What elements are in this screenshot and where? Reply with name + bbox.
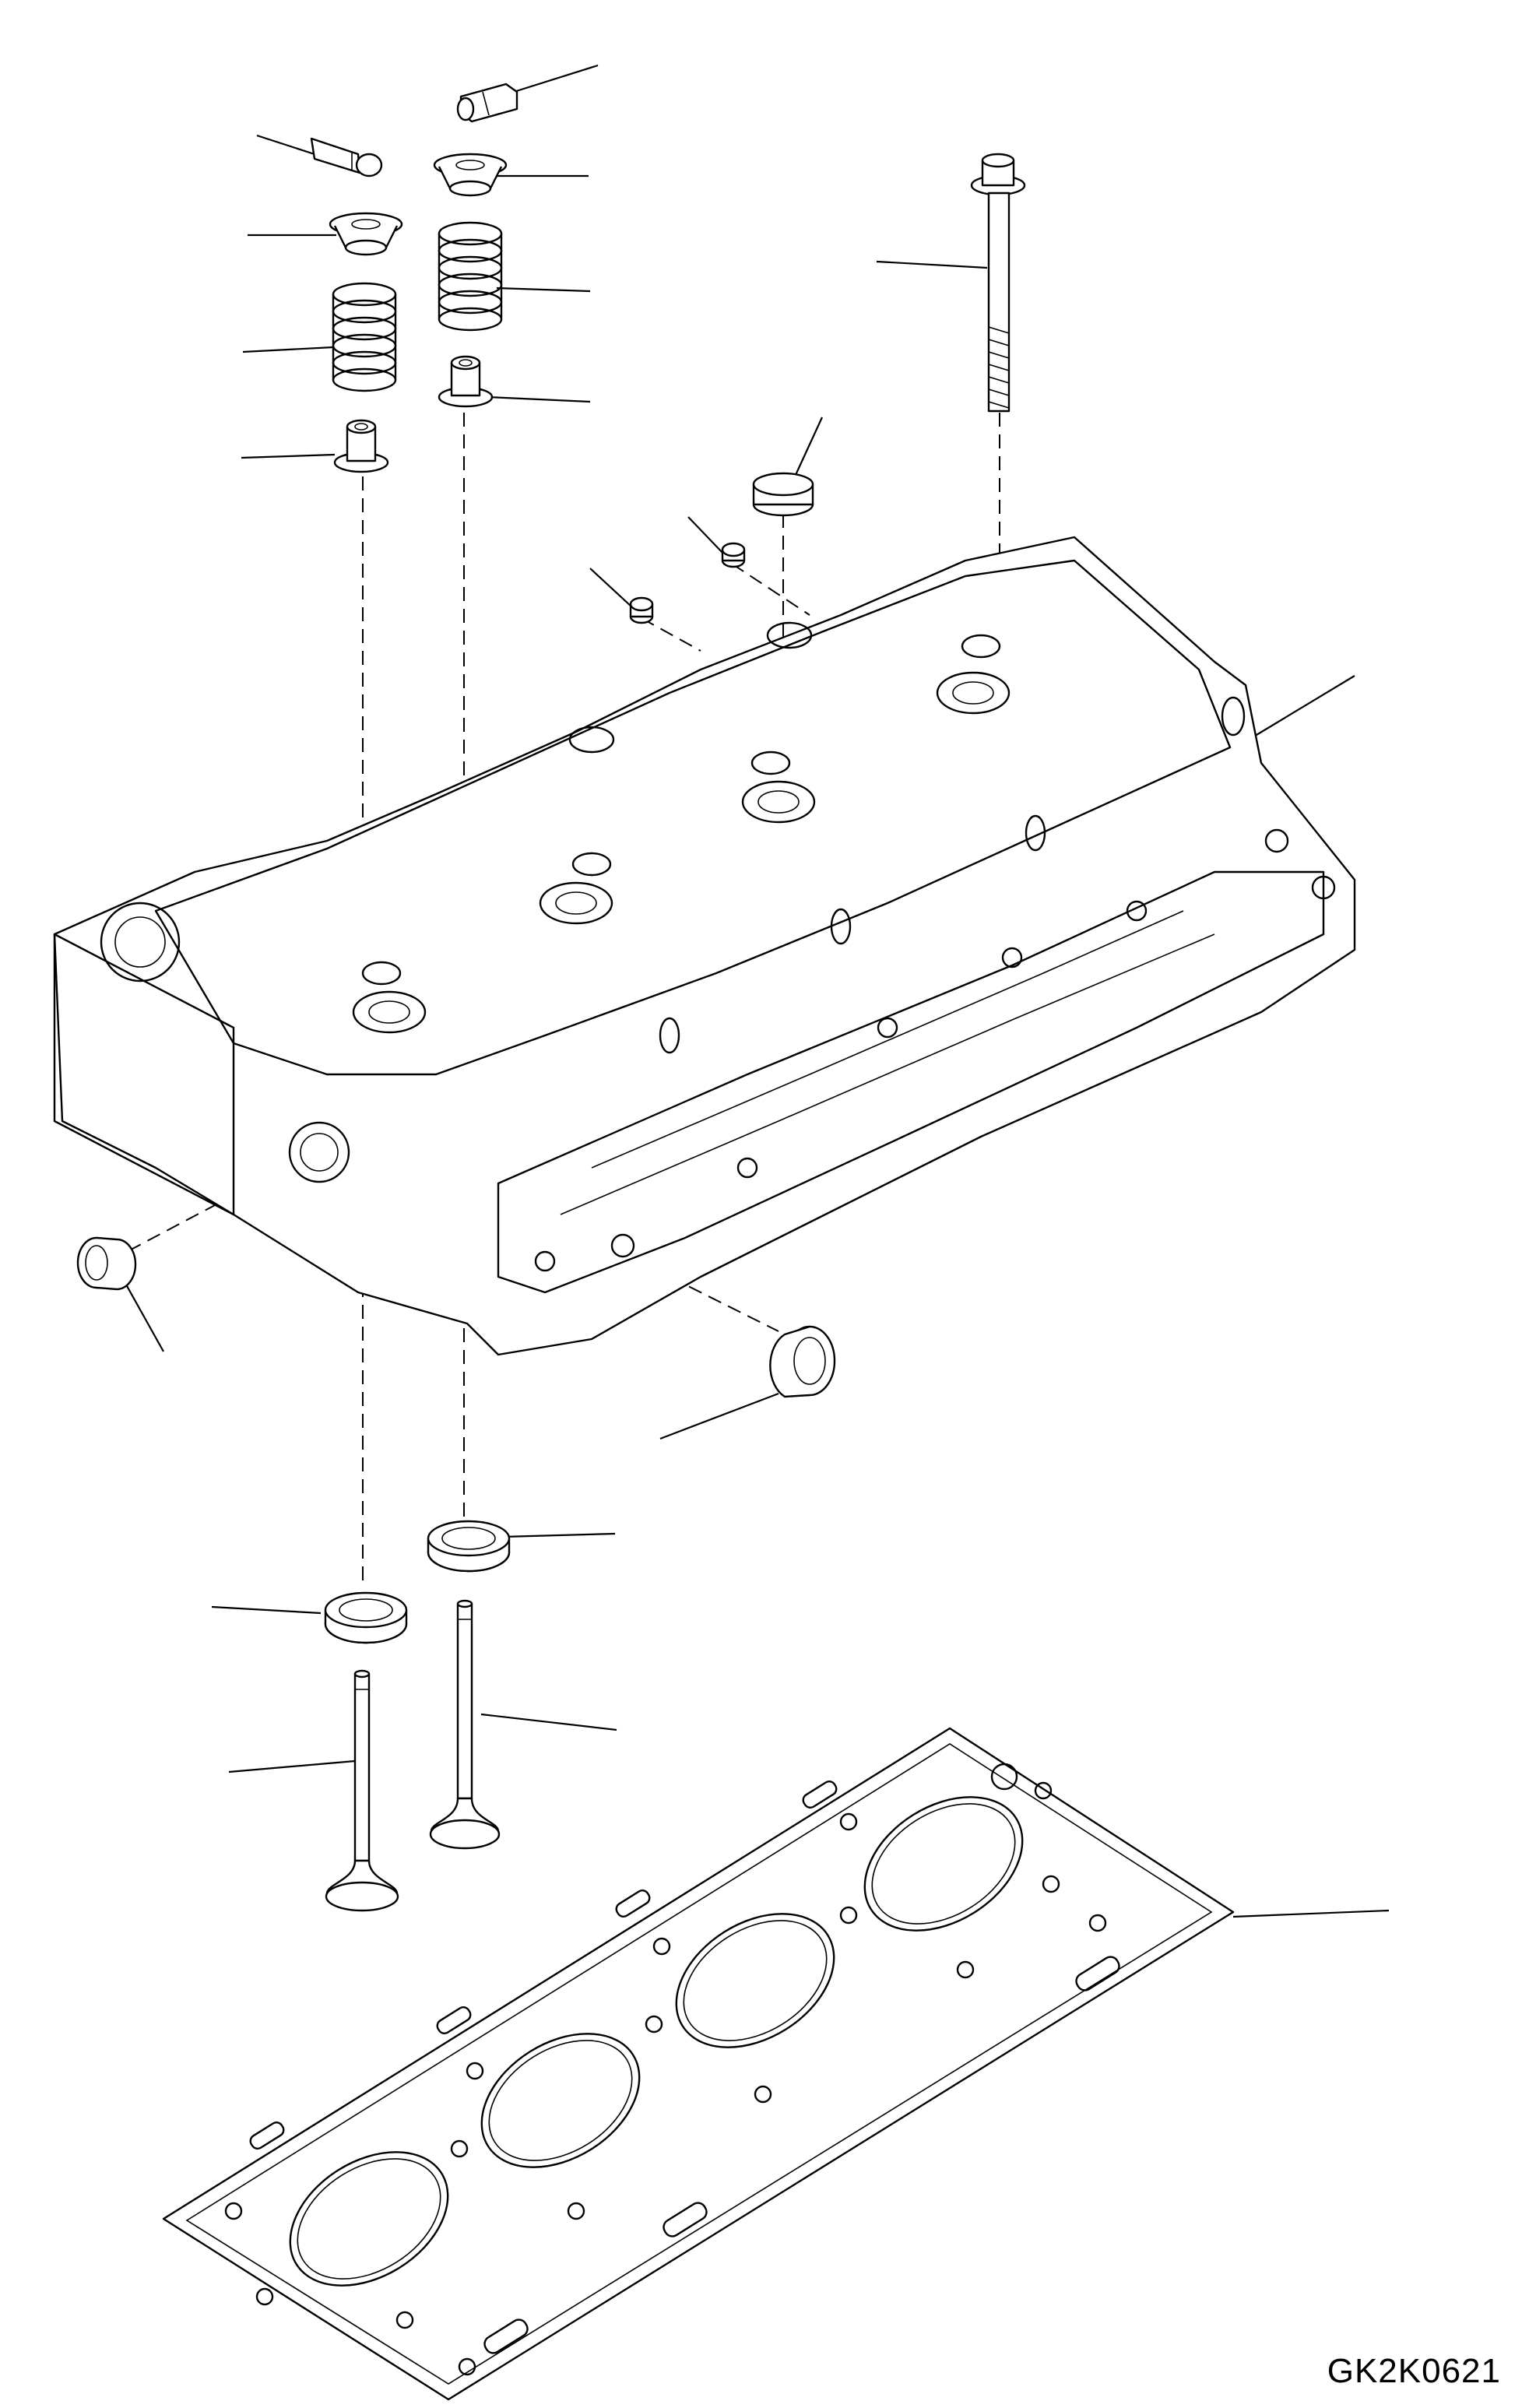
- pin-icon: [721, 542, 746, 568]
- gasket-slots: [249, 1781, 1120, 2354]
- collet-icon: [456, 83, 518, 123]
- ring-icon: [324, 1591, 408, 1644]
- drawing-code: GK2K0621: [1327, 2352, 1501, 2390]
- flange-holes: [534, 828, 1336, 1272]
- collet-icon: [310, 137, 383, 178]
- retainer-icon: [329, 212, 403, 256]
- leader-spring-exhaust: [496, 286, 591, 293]
- plug-icon: [769, 1325, 836, 1398]
- plug-icon: [752, 472, 814, 517]
- ring-icon: [427, 1520, 511, 1573]
- gasket-icon: [162, 1727, 1235, 2401]
- axis-dowel-1: [731, 563, 810, 616]
- leader-seat-intake: [211, 1605, 322, 1615]
- leader-plug-right: [659, 1392, 779, 1440]
- leader-cylinder-head: [1240, 675, 1355, 745]
- leader-keeper-exhaust: [513, 64, 599, 93]
- bolt-icon: [970, 153, 1026, 413]
- cylinder-head-icon: [53, 536, 1356, 1356]
- retainer-icon: [433, 153, 508, 197]
- seal-icon: [438, 355, 494, 408]
- leader-seal-exhaust: [487, 395, 591, 403]
- spring-icon: [438, 221, 503, 332]
- leader-cup-plug-top: [795, 417, 823, 476]
- leader-lines: [125, 64, 1390, 1918]
- leader-dowel-1: [687, 516, 725, 555]
- leader-seat-exhaust: [502, 1532, 616, 1538]
- leader-plug-left: [125, 1284, 164, 1352]
- leader-dowel-2: [589, 568, 633, 608]
- gasket-holes: [224, 1763, 1107, 2376]
- leader-keeper-intake: [256, 134, 320, 157]
- valve-ports: [352, 621, 1011, 1034]
- seal-icon: [333, 419, 389, 473]
- leader-exhaust-valve: [228, 1759, 356, 1773]
- valve-icon: [325, 1669, 399, 1912]
- cylinder-bores: [289, 1796, 1024, 2287]
- plug-icon: [76, 1236, 137, 1291]
- leader-head-bolt: [876, 260, 988, 269]
- axis-dowel-2: [641, 617, 701, 652]
- leader-intake-valve: [480, 1713, 617, 1731]
- leader-seal-intake: [241, 453, 336, 459]
- leader-gasket: [1232, 1909, 1390, 1918]
- leader-spring-intake: [242, 346, 334, 353]
- pin-icon: [629, 596, 654, 624]
- valve-icon: [429, 1599, 501, 1850]
- spring-icon: [332, 282, 397, 392]
